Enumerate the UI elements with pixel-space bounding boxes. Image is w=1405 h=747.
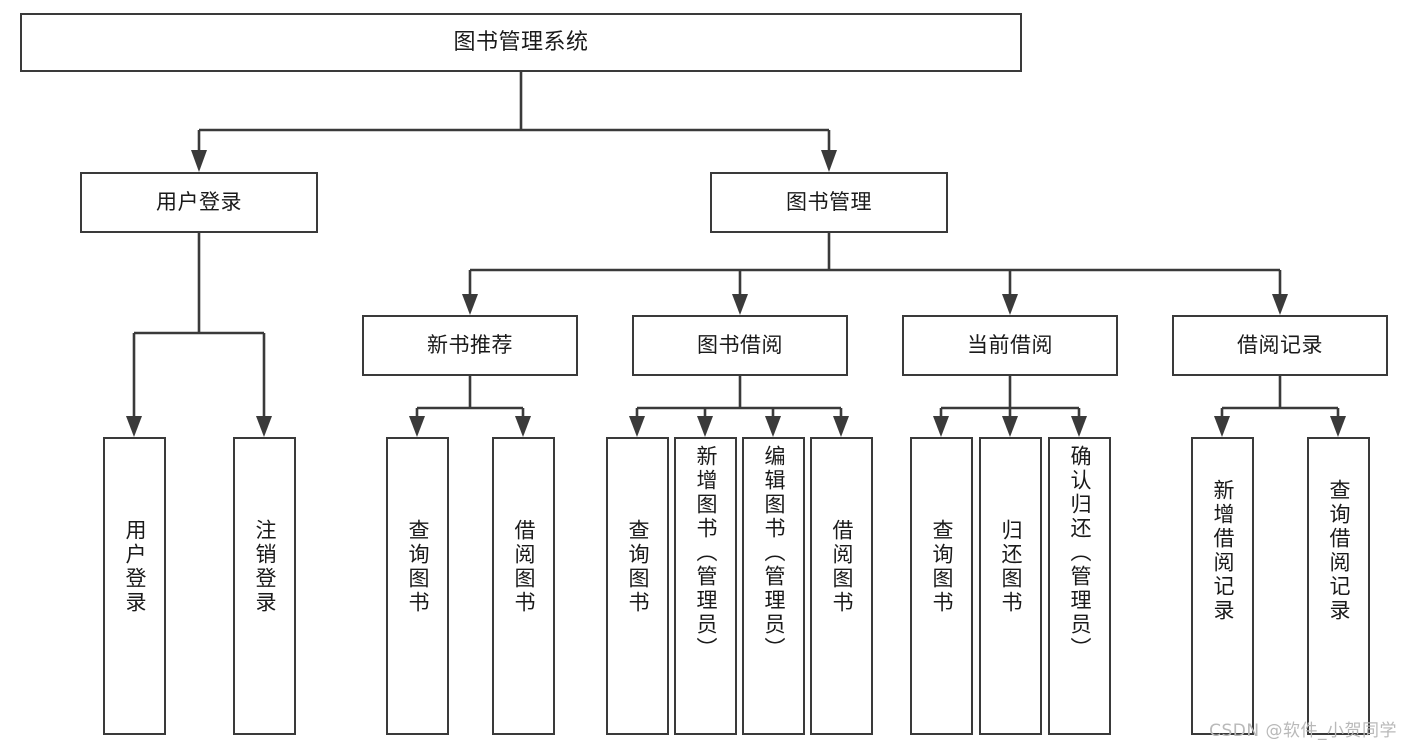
leaf-query-book-current[interactable]: 查询图书 bbox=[910, 437, 973, 735]
arrowhead-leaf-query-record bbox=[1330, 416, 1346, 437]
node-label: 当前借阅 bbox=[967, 333, 1053, 358]
arrowhead-leaf-query-book-2 bbox=[629, 416, 645, 437]
leaf-label: 查询图书 bbox=[626, 519, 650, 615]
leaf-edit-book[interactable]: 编辑图书（管理员） bbox=[742, 437, 805, 735]
node-label: 借阅记录 bbox=[1237, 333, 1323, 358]
arrowhead-leaf-query-book-1 bbox=[409, 416, 425, 437]
node-new-book-recommend[interactable]: 新书推荐 bbox=[362, 315, 578, 376]
arrowhead-leaf-confirm-return bbox=[1071, 416, 1087, 437]
arrowhead-leaf-logout-login bbox=[256, 416, 272, 437]
leaf-label: 借阅图书 bbox=[512, 519, 536, 615]
arrowhead-leaf-add-record bbox=[1214, 416, 1230, 437]
leaf-label: 查询借阅记录 bbox=[1327, 479, 1351, 623]
watermark-text: CSDN @软件_小贺同学 bbox=[1209, 721, 1397, 741]
arrowhead-current-borrow bbox=[1002, 294, 1018, 315]
arrowhead-leaf-borrow-book-2 bbox=[833, 416, 849, 437]
leaf-label: 编辑图书（管理员） bbox=[762, 445, 786, 661]
leaf-label: 归还图书 bbox=[999, 519, 1023, 615]
leaf-label: 确认归还（管理员） bbox=[1068, 445, 1092, 661]
arrowhead-leaf-add-book bbox=[697, 416, 713, 437]
leaf-borrow-book-borrow[interactable]: 借阅图书 bbox=[810, 437, 873, 735]
node-label: 用户登录 bbox=[156, 190, 242, 215]
leaf-add-book[interactable]: 新增图书（管理员） bbox=[674, 437, 737, 735]
leaf-label: 查询图书 bbox=[406, 519, 430, 615]
leaf-query-book-borrow[interactable]: 查询图书 bbox=[606, 437, 669, 735]
node-label: 新书推荐 bbox=[427, 333, 513, 358]
node-borrow-record[interactable]: 借阅记录 bbox=[1172, 315, 1388, 376]
leaf-query-borrow-record[interactable]: 查询借阅记录 bbox=[1307, 437, 1370, 735]
leaf-return-book[interactable]: 归还图书 bbox=[979, 437, 1042, 735]
arrowhead-borrow-record bbox=[1272, 294, 1288, 315]
leaf-label: 用户登录 bbox=[123, 519, 147, 615]
arrowhead-leaf-borrow-book-1 bbox=[515, 416, 531, 437]
arrowhead-leaf-user-login bbox=[126, 416, 142, 437]
arrowhead-leaf-return-book bbox=[1002, 416, 1018, 437]
leaf-user-login[interactable]: 用户登录 bbox=[103, 437, 166, 735]
node-label: 图书管理系统 bbox=[453, 29, 589, 55]
leaf-query-book-recommend[interactable]: 查询图书 bbox=[386, 437, 449, 735]
arrowhead-user-login bbox=[191, 150, 207, 172]
node-root-book-management-system[interactable]: 图书管理系统 bbox=[20, 13, 1022, 72]
leaf-label: 查询图书 bbox=[930, 519, 954, 615]
leaf-confirm-return[interactable]: 确认归还（管理员） bbox=[1048, 437, 1111, 735]
node-book-management[interactable]: 图书管理 bbox=[710, 172, 948, 233]
node-label: 图书管理 bbox=[786, 190, 872, 215]
arrowhead-leaf-query-book-3 bbox=[933, 416, 949, 437]
leaf-add-borrow-record[interactable]: 新增借阅记录 bbox=[1191, 437, 1254, 735]
leaf-label: 注销登录 bbox=[253, 519, 277, 615]
leaf-logout-login[interactable]: 注销登录 bbox=[233, 437, 296, 735]
leaf-label: 借阅图书 bbox=[830, 519, 854, 615]
arrowhead-leaf-edit-book bbox=[765, 416, 781, 437]
leaf-label: 新增图书（管理员） bbox=[694, 445, 718, 661]
arrowhead-book-borrow bbox=[732, 294, 748, 315]
leaf-borrow-book-recommend[interactable]: 借阅图书 bbox=[492, 437, 555, 735]
node-current-borrow[interactable]: 当前借阅 bbox=[902, 315, 1118, 376]
node-book-borrow[interactable]: 图书借阅 bbox=[632, 315, 848, 376]
leaf-label: 新增借阅记录 bbox=[1211, 479, 1235, 623]
arrowhead-new-book-recommend bbox=[462, 294, 478, 315]
arrowhead-book-management bbox=[821, 150, 837, 172]
node-label: 图书借阅 bbox=[697, 333, 783, 358]
node-user-login[interactable]: 用户登录 bbox=[80, 172, 318, 233]
